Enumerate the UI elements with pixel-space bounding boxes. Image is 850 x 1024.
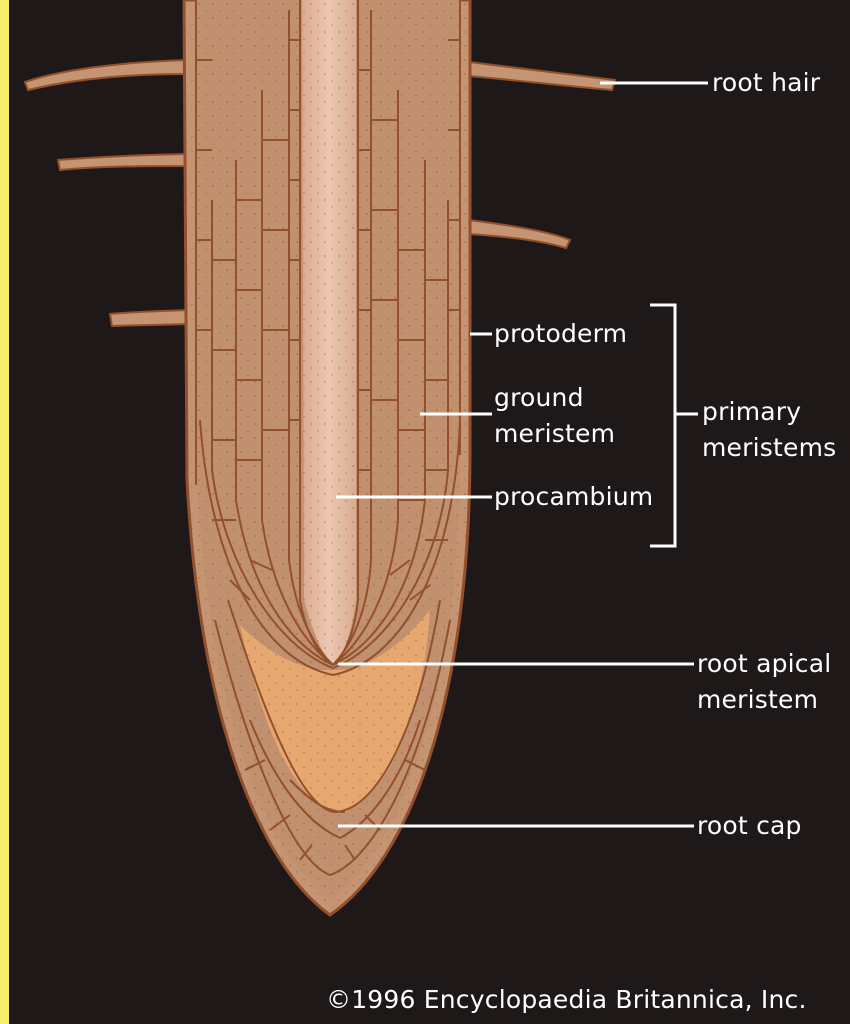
label-ground-meristem-line1: ground — [494, 380, 584, 416]
primary-meristems-bracket — [650, 305, 675, 546]
label-procambium: procambium — [494, 479, 653, 515]
label-primary-meristems-line1: primary — [702, 394, 801, 430]
label-root-apical-meristem-line1: root apical — [697, 646, 831, 682]
label-ground-meristem-line2: meristem — [494, 416, 615, 452]
label-root-hair: root hair — [712, 65, 820, 101]
label-protoderm: protoderm — [494, 316, 627, 352]
label-primary-meristems-line2: meristems — [702, 430, 836, 466]
copyright-notice: ©1996 Encyclopaedia Britannica, Inc. — [326, 982, 807, 1018]
label-root-apical-meristem-line2: meristem — [697, 682, 818, 718]
label-root-cap: root cap — [697, 808, 802, 844]
